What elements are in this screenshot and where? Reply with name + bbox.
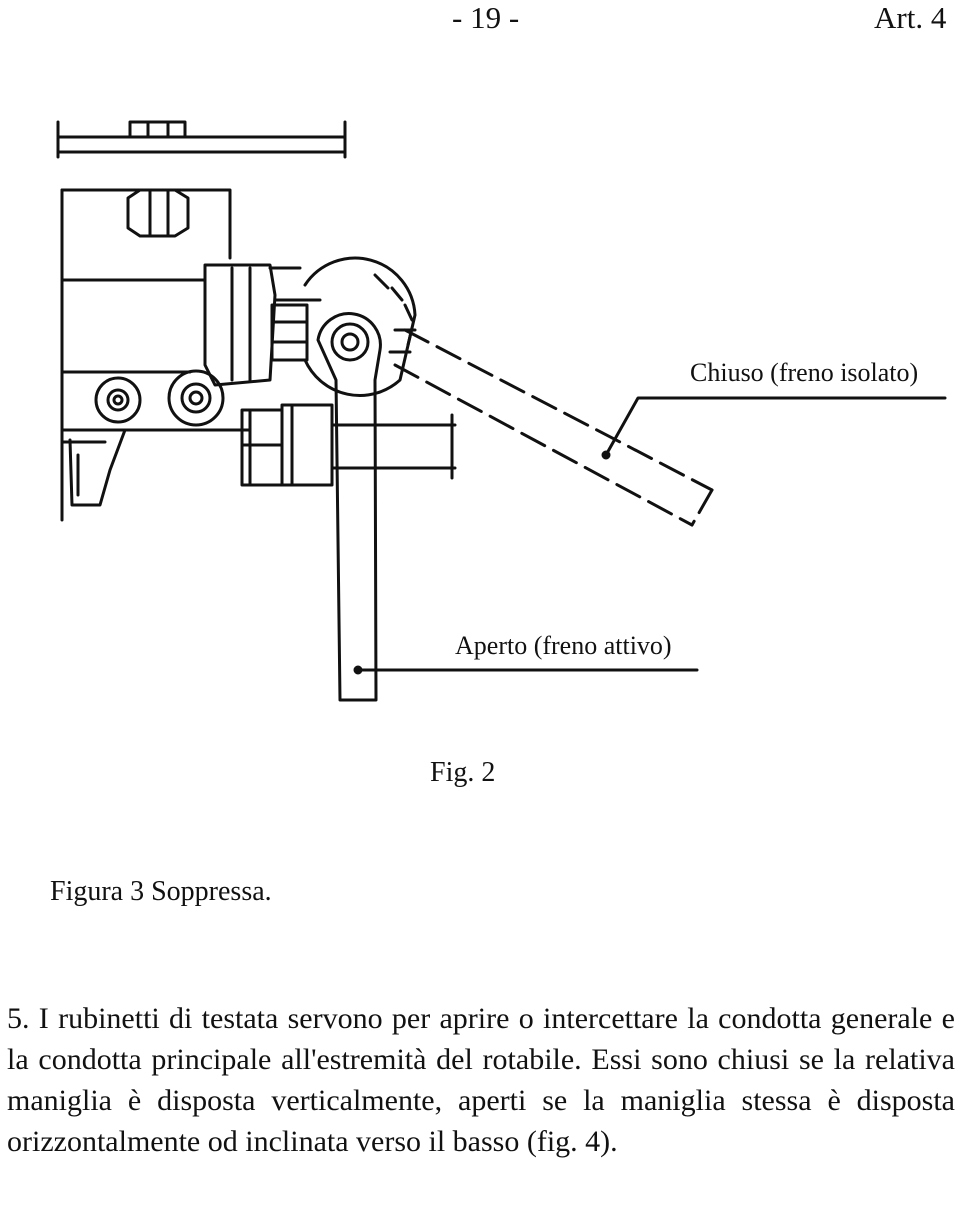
spindle-nut: [270, 303, 309, 362]
body-paragraph: 5. I rubinetti di testata servono per ap…: [7, 1002, 955, 1158]
leader-open: [353, 665, 699, 675]
figure-3-note: Figura 3 Soppressa.: [50, 876, 272, 907]
pipe-fitting: [240, 403, 457, 487]
handle-open: [316, 312, 382, 702]
label-closed: Chiuso (freno isolato): [690, 358, 919, 387]
valve-drawing: [56, 120, 947, 702]
page-number: - 19 -: [452, 0, 520, 35]
clamp-block: [203, 263, 322, 387]
valve-body: [60, 188, 252, 522]
article-label: Art. 4: [874, 0, 947, 35]
upper-nut: [126, 188, 190, 238]
bolt-left-1: [94, 376, 142, 424]
top-flange: [56, 120, 347, 159]
label-open: Aperto (freno attivo): [455, 631, 672, 660]
leader-closed: [601, 396, 947, 460]
bolt-left-2: [167, 369, 225, 427]
figure-caption: Fig. 2: [430, 757, 496, 788]
handle-closed: [393, 328, 714, 527]
